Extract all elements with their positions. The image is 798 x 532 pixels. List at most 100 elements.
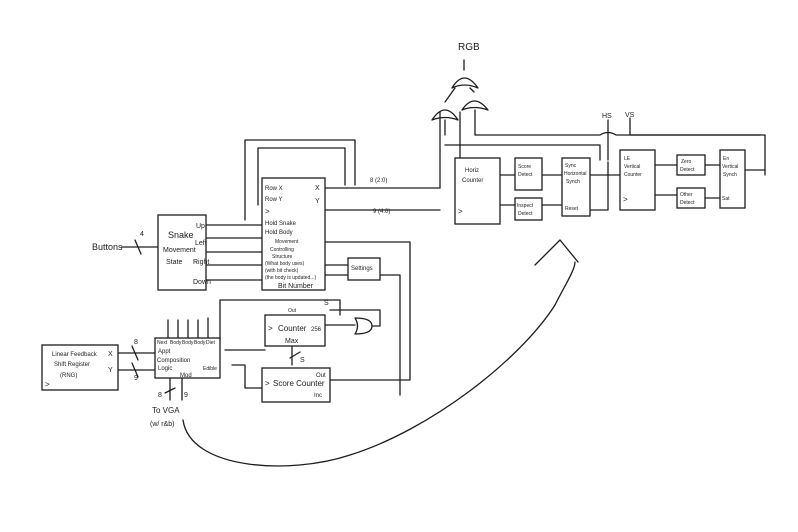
wires [117,59,766,467]
snake-body-box: Row X Row Y X Y > Hold Snake Hold Body M… [261,177,326,291]
vert-line3: Counter [624,172,642,178]
lfsr-x-width: 8 [134,339,138,346]
vs-label: VS [625,112,635,119]
body-row-y: Row Y [265,197,283,203]
other-line1: Other [680,192,693,198]
vga-9-width: 9 [184,392,188,399]
lfsr-line1: Linear Feedback [52,352,98,358]
horiz-line2: Counter [462,178,483,184]
to-vga-sub: (w/ r&b) [150,421,175,428]
score-line1: Score Counter [273,379,325,388]
bus-x-label: 8 (2:0) [370,178,387,184]
body-y: Y [315,198,320,205]
free-labels: RGB HS VS Buttons 4 8 (2:0) 9 (4:0) To V… [92,42,635,428]
body-footer: Bit Number [278,283,314,290]
snake-state-left: Left [195,240,207,247]
vga-8-width: 8 [158,392,162,399]
snake-state-box: Snake Movement State Up Left Right Down [157,214,211,291]
comp-line4: Mod [180,373,192,379]
rgb-gate-top [451,77,479,89]
wedge-mark [534,239,579,266]
body-line8: (the body is updated...) [265,275,316,281]
body-line4: Controlling [270,247,294,253]
body-line7: (with bit check) [265,268,299,274]
comp-line2: Composition [157,358,190,364]
horiz-line1: Horiz [465,168,479,174]
zero-line2: Detect [680,167,695,173]
v-sync-line1: En [723,156,729,162]
h-reset: Reset [565,206,579,212]
score-detect-line1: Score [518,164,531,170]
score-detect-line2: Detect [518,172,533,178]
inspect-line1: Inspect [517,203,534,209]
lfsr-y-width: 9 [134,375,138,382]
body-line3: Movement [275,239,299,245]
h-sync-line3: Synch [566,179,580,185]
lfsr-line2: Shift Register [54,362,90,368]
svg-text:>: > [265,379,270,388]
score-detect-box: Score Detect [514,157,543,191]
score-line2: Inc [314,393,322,399]
svg-text:>: > [45,380,50,389]
svg-text:>: > [458,207,463,216]
snake-state-right: Right [193,259,209,266]
svg-text:>: > [623,195,628,204]
buttons-width: 4 [140,231,144,238]
vert-counter-box: LE Vertical Counter > [619,149,656,211]
body-line5: Structure [272,254,293,260]
other-detect-box: Other Detect [676,187,706,209]
svg-text:>: > [268,324,273,333]
counter-box: > Counter Max Out 256 [264,308,326,347]
score-counter-box: > Score Counter Inc Out [261,367,331,403]
body-line2: Hold Body [265,230,293,236]
horiz-counter-box: Horiz Counter > [454,157,501,225]
v-sync-bottom: Sat [722,196,730,202]
feedback-arc [182,261,576,467]
v-sync-box: En Vertical Synch Sat [719,149,746,209]
snake-state-line1: Snake [168,230,194,240]
rgb-label: RGB [458,42,480,53]
other-line2: Detect [680,200,695,206]
settings-label: Settings [351,266,373,272]
counter-note: Out [288,308,297,314]
hs-label: HS [602,113,612,120]
h-sync-line2: Horizontal [564,171,587,177]
inspect-detect-box: Inspect Detect [514,197,543,221]
comp-top5: Diet [206,340,216,346]
zero-line1: Zero [681,159,692,165]
comp-top3: Body [182,340,194,346]
snake-state-line2: Movement [163,247,196,254]
svg-text:>: > [265,207,270,216]
vert-line2: Vertical [624,164,640,170]
rgb-gate-left [431,109,459,121]
snake-state-up: Up [196,223,205,230]
settings-box: Settings [347,257,381,281]
body-line6: (What body uses) [265,261,305,267]
comp-top1: Next [157,340,168,346]
body-row-x: Row X [265,186,283,192]
composition-box: Next Body Body Body Diet Appt Compositio… [154,337,221,379]
lfsr-y: Y [108,367,113,374]
h-sync-line1: Sync [565,163,577,169]
bus-y-label: 9 (4:0) [373,209,390,215]
to-vga-label: To VGA [152,406,180,415]
comp-top4: Body [194,340,206,346]
v-sync-line3: Synch [723,172,737,178]
comp-line1: Appt [158,349,171,355]
vert-line1: LE [624,156,631,162]
comp-line3: Logic [158,366,172,372]
inspect-line2: Detect [518,211,533,217]
h-sync-box: Sync Horizontal Synch Reset [561,157,591,217]
counter-line1: Counter [278,324,307,333]
lfsr-x: X [108,351,113,358]
comp-top2: Body [170,340,182,346]
comp-right: Edible [203,366,217,372]
s-top-label: S [324,300,329,307]
rgb-gate-right [461,100,489,111]
score-right: Out [316,373,326,379]
lfsr-line3: (RNG) [60,373,77,379]
buttons-label: Buttons [92,242,123,252]
snake-state-line3: State [166,259,182,266]
